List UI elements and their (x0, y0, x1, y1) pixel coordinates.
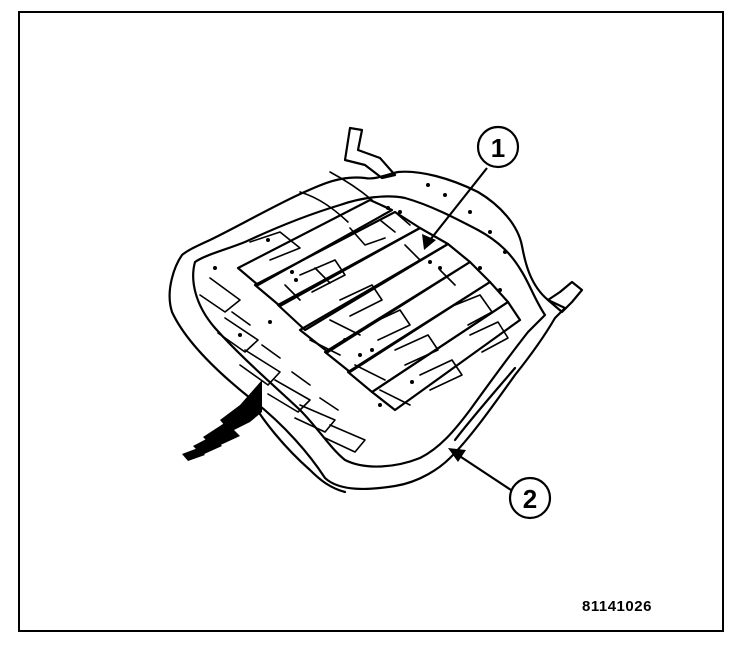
callout-2: 2 (448, 448, 552, 520)
figure-id: 81141026 (582, 598, 652, 615)
rivets (213, 183, 507, 407)
rear-right-tab (546, 280, 584, 314)
seat-inner-rim (192, 195, 547, 468)
front-lip (248, 396, 347, 494)
rear-left-tab (343, 126, 397, 180)
callout-1: 1 (422, 125, 520, 250)
view-direction-arrow (182, 380, 262, 461)
callout-2-label: 2 (523, 484, 537, 514)
strap-details (199, 171, 509, 453)
seat-cushion-outline (168, 170, 567, 491)
callout-1-label: 1 (491, 133, 505, 163)
figure-frame (18, 11, 724, 632)
